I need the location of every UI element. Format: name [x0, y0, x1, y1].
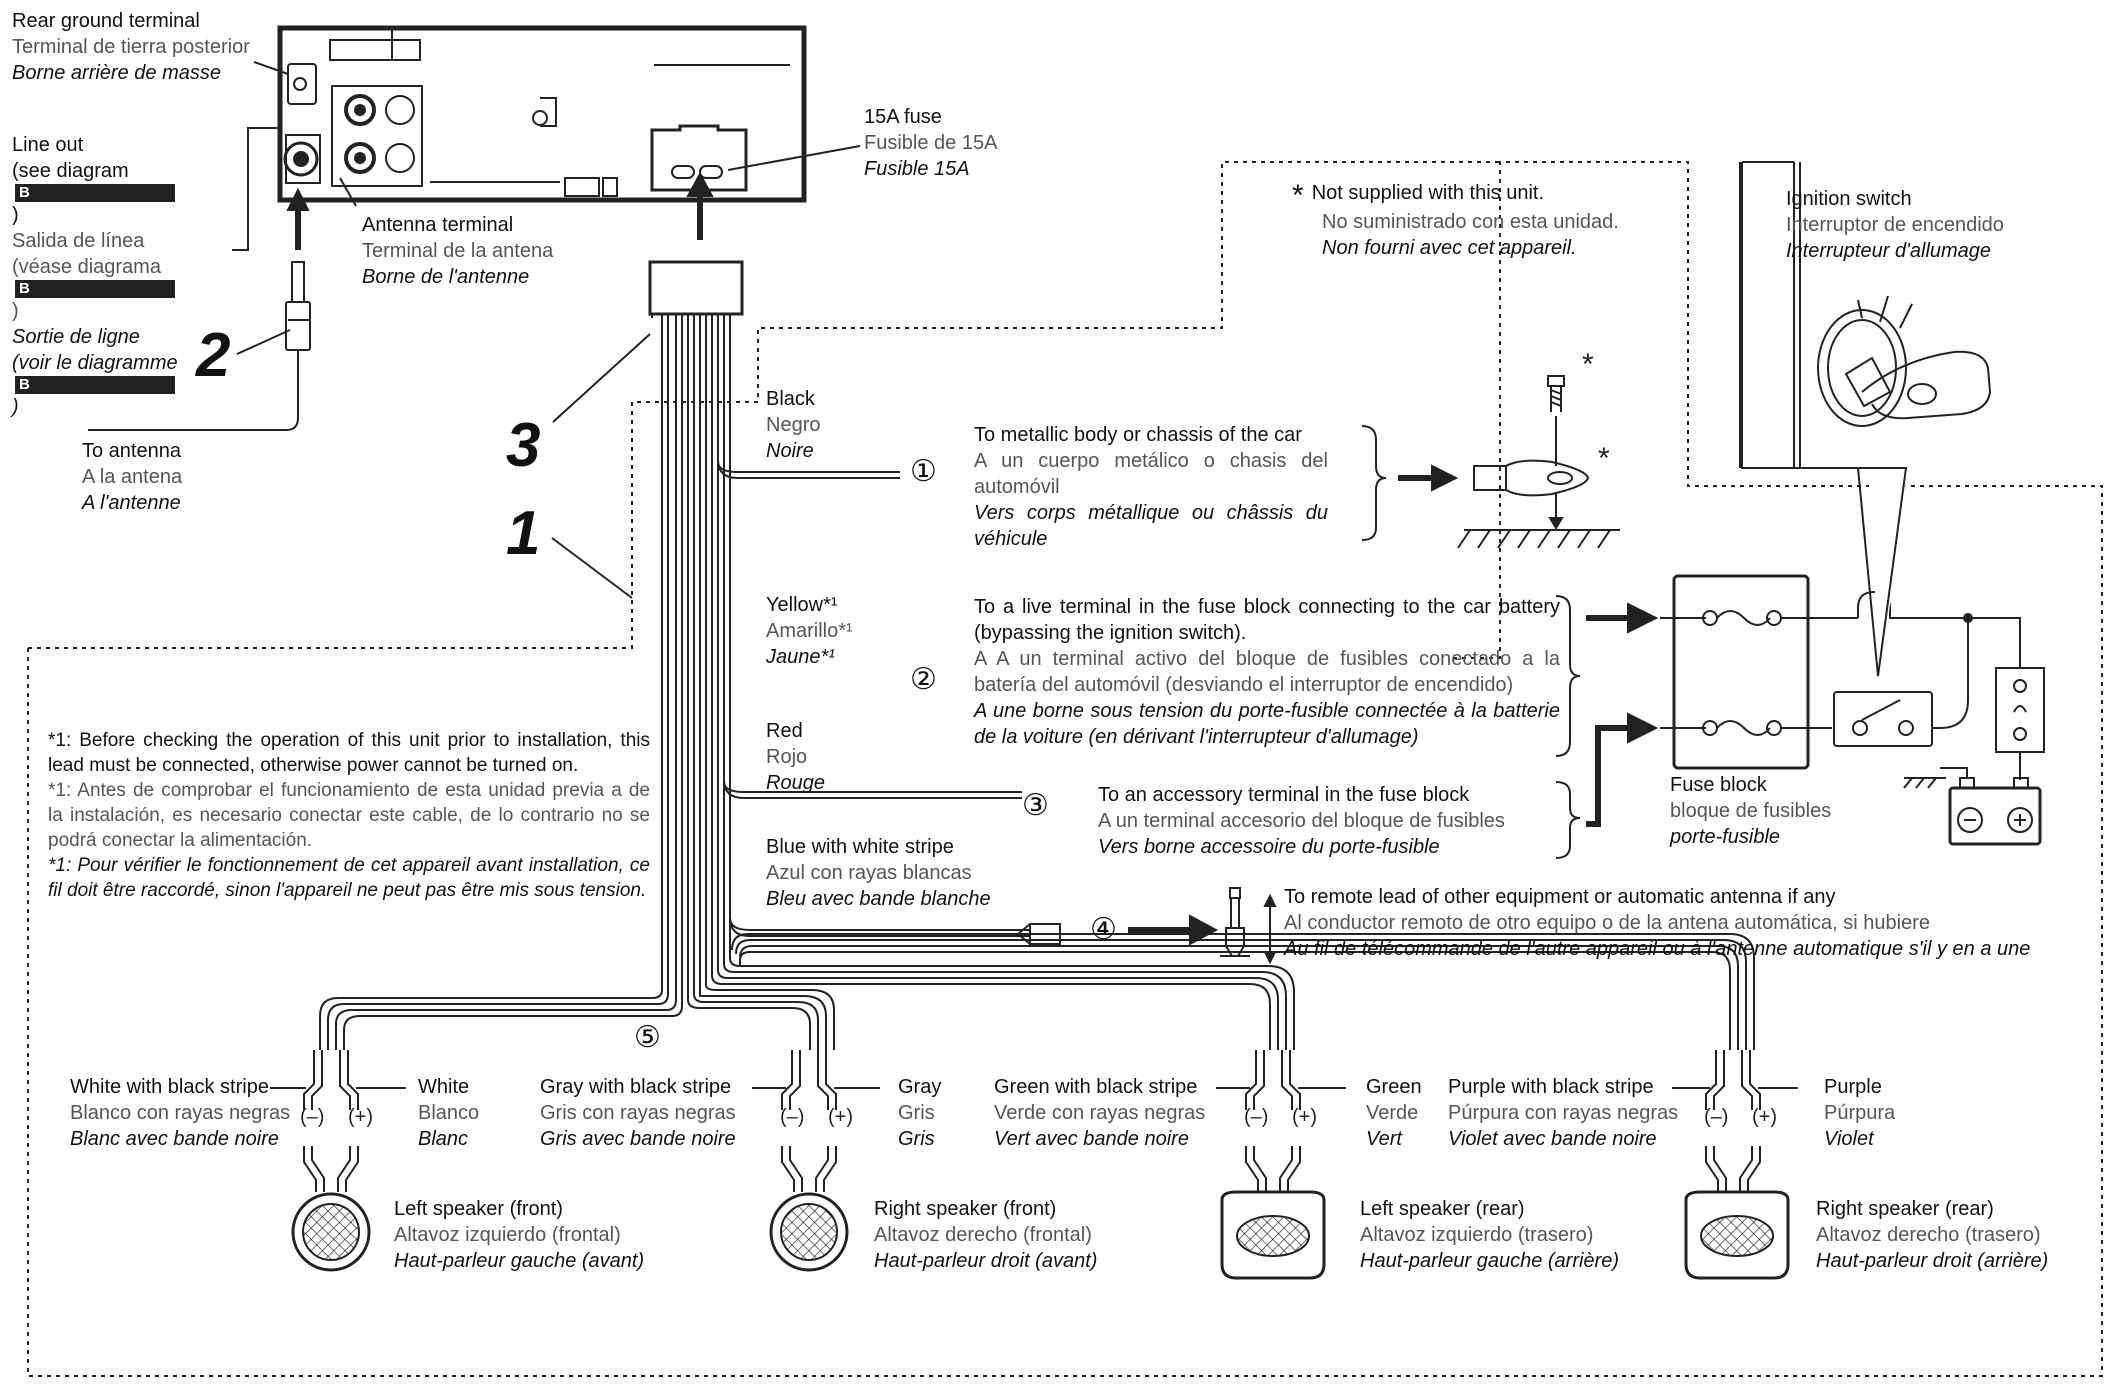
antenna-plug: [88, 261, 311, 431]
polarity-neg: (–): [1244, 1106, 1269, 1128]
label-fuse-block: Fuse block bloque de fusibles porte-fusi…: [1670, 774, 1832, 848]
label-antenna-terminal: Antenna terminal Terminal de la antena B…: [362, 214, 554, 288]
polarity-pos: (+): [828, 1106, 853, 1128]
polarity-pos: (+): [1292, 1106, 1317, 1128]
speaker-wire-neg-label: Gray with black stripe Gris con rayas ne…: [540, 1076, 736, 1150]
label-to-antenna: To antenna A la antena A l'antenne: [82, 440, 183, 514]
connection-number-4: ④: [1090, 913, 1117, 946]
head-unit-chassis: [277, 25, 807, 203]
wire-harness: [661, 314, 731, 990]
label-15a-fuse: 15A fuse Fusible de 15A Fusible 15A: [864, 106, 998, 180]
connection-number-3: ③: [1022, 789, 1049, 822]
diagram-b-badge: B: [15, 184, 175, 202]
polarity-neg: (–): [780, 1106, 805, 1128]
speaker-1-assembly: [291, 1050, 371, 1272]
footnote-1: *1: Before checking the operation of thi…: [48, 730, 650, 901]
polarity-neg: (–): [1704, 1106, 1729, 1128]
speaker-wire-pos-label: Gray Gris Gris: [898, 1076, 942, 1150]
speaker-wire-neg-label: White with black stripe Blanco con rayas…: [70, 1076, 291, 1150]
polarity-pos: (+): [348, 1106, 373, 1128]
wire-label-black: Black Negro Noire: [766, 388, 821, 462]
label-ignition-switch: Ignition switch Interruptor de encendido…: [1786, 188, 2004, 262]
callout-number-2: 2: [196, 321, 231, 390]
ground-lug: [1457, 375, 1620, 549]
wire-label-yellow: Yellow*¹ Amarillo*¹ Jaune*¹: [766, 594, 853, 668]
connection-4-text: To remote lead of other equipment or aut…: [1284, 886, 2031, 960]
speaker-wire-pos-label: Green Verde Vert: [1366, 1076, 1422, 1150]
polarity-pos: (+): [1752, 1106, 1777, 1128]
speaker-2-assembly: [769, 1050, 849, 1272]
speaker-3-assembly: [1220, 1050, 1326, 1280]
wire-label-blue: Blue with white stripe Azul con rayas bl…: [766, 836, 991, 910]
ignition-callout: [1739, 161, 1908, 680]
connection-number-2: ②: [910, 663, 937, 696]
ignition-switch-circuit: [1833, 590, 2045, 780]
asterisk-lug: *: [1598, 442, 1610, 475]
connection-number-5: ⑤: [634, 1021, 661, 1054]
not-supplied-frame: [27, 161, 2103, 1377]
asterisk-screw: *: [1582, 348, 1594, 381]
car-battery: [1903, 767, 2042, 846]
speaker-wire-runs: [319, 933, 1755, 1050]
ignition-key: [1817, 295, 1992, 427]
speaker-4-assembly: [1684, 1050, 1790, 1280]
callout-number-1: 1: [506, 499, 541, 568]
label-not-supplied: *Not supplied with this unit. No suminis…: [1292, 179, 1619, 260]
polarity-neg: (–): [300, 1106, 325, 1128]
connection-1-text: To metallic body or chassis of the car A…: [974, 424, 1328, 550]
connection-2-text: To a live terminal in the fuse block con…: [974, 596, 1560, 748]
connection-3-text: To an accessory terminal in the fuse blo…: [1098, 784, 1505, 858]
harness-connector: [648, 260, 744, 316]
remote-antenna-symbol: [1220, 887, 1277, 965]
speaker-label-right-rear: Right speaker (rear) Altavoz derecho (tr…: [1816, 1198, 2049, 1272]
diagram-b-badge: B: [15, 280, 175, 298]
wire-label-red: Red Rojo Rouge: [766, 720, 825, 794]
speaker-wire-neg-label: Purple with black stripe Púrpura con ray…: [1448, 1076, 1679, 1150]
connection-number-1: ①: [910, 455, 937, 488]
label-rear-ground: Rear ground terminal Terminal de tierra …: [12, 10, 250, 84]
speaker-wire-neg-label: Green with black stripe Verde con rayas …: [994, 1076, 1206, 1150]
speaker-label-left-front: Left speaker (front) Altavoz izquierdo (…: [394, 1198, 645, 1272]
callout-number-3: 3: [506, 411, 541, 480]
speaker-label-left-rear: Left speaker (rear) Altavoz izquierdo (t…: [1360, 1198, 1620, 1272]
speaker-wire-pos-label: Purple Púrpura Violet: [1824, 1076, 1896, 1150]
speaker-wire-pos-label: White Blanco Blanc: [418, 1076, 480, 1150]
speaker-label-right-front: Right speaker (front) Altavoz derecho (f…: [874, 1198, 1098, 1272]
fuse-block: [1660, 574, 1858, 770]
diagram-b-badge: B: [15, 376, 175, 394]
